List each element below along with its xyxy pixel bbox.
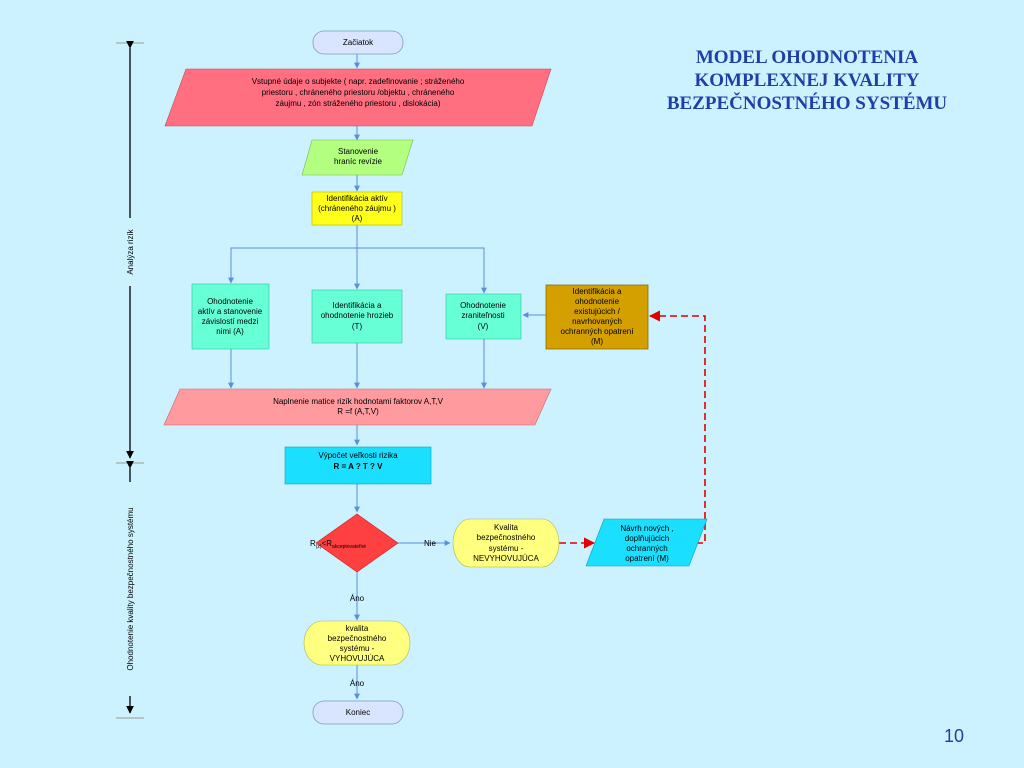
assets-node[interactable]: Identifikácia aktív (chráneného záujmu )… (311, 191, 403, 226)
svg-text:Stanovenie: Stanovenie (338, 147, 379, 156)
threats-node[interactable]: Identifikácia a ohodnotenie hrozieb (T) (311, 289, 403, 344)
svg-text:priestoru , chráneného priesto: priestoru , chráneného priestoru /objekt… (262, 88, 455, 97)
svg-text:Návrh nových ,: Návrh nových , (620, 524, 673, 533)
svg-text:doplňujúcich: doplňujúcich (625, 534, 669, 543)
title-line-3: BEZPEČNOSTNÉHO SYSTÉMU (666, 93, 948, 114)
side-bracket-analysis: Analýza rizík (116, 40, 144, 464)
unsatisfying-node[interactable]: Kvalita bezpečnostného systému - NEVYHOV… (452, 518, 560, 568)
svg-text:systému -: systému - (340, 644, 375, 653)
vulnerability-node[interactable]: Ohodnotenie zraniteľnosti (V) (445, 293, 522, 340)
svg-text:opatrení (M): opatrení (M) (625, 554, 669, 563)
svg-text:systému -: systému - (489, 544, 524, 553)
no-label: Nie (424, 539, 437, 548)
yes-label-2: Áno (350, 679, 365, 688)
input-data-node[interactable]: Vstupné údaje o subjekte ( napr. zadefin… (164, 68, 552, 127)
svg-text:nimi (A): nimi (A) (216, 327, 244, 336)
satisfying-node[interactable]: kvalita bezpečnostného systému - VYHOVUJ… (303, 620, 411, 666)
svg-text:R(z)<Rakceptovateľné: R(z)<Rakceptovateľné (310, 539, 366, 550)
svg-text:Ohodnotenie: Ohodnotenie (460, 301, 506, 310)
svg-text:Začiatok: Začiatok (343, 38, 374, 47)
svg-text:Identifikácia aktív: Identifikácia aktív (326, 194, 387, 203)
svg-text:kvalita: kvalita (346, 624, 369, 633)
svg-text:Kvalita: Kvalita (494, 523, 519, 532)
svg-text:zraniteľnosti: zraniteľnosti (461, 311, 504, 320)
svg-text:(chráneného záujmu ): (chráneného záujmu ) (318, 204, 396, 213)
svg-text:Koniec: Koniec (346, 708, 370, 717)
title-line-2: KOMPLEXNEJ KVALITY (694, 70, 920, 91)
asset-evaluation-node[interactable]: Ohodnotenie aktív a stanovenie závislost… (191, 283, 270, 350)
connectors (228, 54, 546, 700)
matrix-node[interactable]: Naplnenie matice rizík hodnotami faktoro… (163, 388, 552, 426)
svg-text:navrhovaných: navrhovaných (572, 317, 622, 326)
title-line-1: MODEL OHODNOTENIA (695, 47, 919, 68)
page-title: MODEL OHODNOTENIA KOMPLEXNEJ KVALITY BEZ… (612, 46, 1002, 115)
svg-text:Identifikácia a: Identifikácia a (573, 287, 622, 296)
new-measures-node[interactable]: Návrh nových , doplňujúcich ochranných o… (585, 518, 708, 567)
svg-text:závislostí medzi: závislostí medzi (202, 317, 259, 326)
svg-text:R = A ? T ? V: R = A ? T ? V (334, 462, 384, 471)
svg-text:(A): (A) (352, 214, 363, 223)
svg-text:ohodnotenie: ohodnotenie (575, 297, 620, 306)
svg-text:Vstupné údaje o subjekte ( n: Vstupné údaje o subjekte ( napr. zadefin… (252, 77, 465, 86)
dashed-feedback (559, 310, 706, 549)
svg-text:R =f (A,T,V): R =f (A,T,V) (337, 407, 379, 416)
svg-text:existujúcich /: existujúcich / (574, 307, 621, 316)
start-node[interactable]: Začiatok (312, 30, 404, 55)
svg-text:Identifikácia a: Identifikácia a (333, 301, 382, 310)
svg-text:bezpečnostného: bezpečnostného (328, 634, 387, 643)
risk-calculation-node[interactable]: Výpočet veľkosti rizika R = A ? T ? V (284, 446, 432, 485)
svg-text:ochranných opatrení: ochranných opatrení (561, 327, 635, 336)
svg-text:bezpečnostného: bezpečnostného (477, 533, 536, 542)
svg-text:hraníc revízie: hraníc revízie (334, 157, 383, 166)
yes-label-1: Áno (350, 594, 365, 603)
svg-text:ohodnotenie hrozieb: ohodnotenie hrozieb (321, 311, 394, 320)
measures-node[interactable]: Identifikácia a ohodnotenie existujúcich… (545, 284, 649, 350)
decision-node[interactable]: R(z)<Rakceptovateľné (310, 513, 399, 573)
svg-text:Ohodnotenie: Ohodnotenie (207, 297, 253, 306)
svg-text:NEVYHOVUJÚCA: NEVYHOVUJÚCA (473, 554, 539, 563)
svg-text:(T): (T) (352, 322, 363, 331)
page-number: 10 (943, 726, 964, 746)
side-bracket-evaluation: Ohodnotenie kvality bezpečnostného systé… (116, 460, 144, 719)
svg-text:(M): (M) (591, 337, 603, 346)
boundaries-node[interactable]: Stanovenie hraníc revízie (301, 139, 414, 176)
analysis-label: Analýza rizík (126, 228, 135, 274)
svg-text:aktív a stanovenie: aktív a stanovenie (198, 307, 263, 316)
svg-text:Výpočet veľkosti rizika: Výpočet veľkosti rizika (318, 451, 398, 460)
end-node[interactable]: Koniec (312, 700, 404, 725)
evaluation-label: Ohodnotenie kvality bezpečnostného systé… (126, 507, 135, 670)
svg-text:VYHOVUJÚCA: VYHOVUJÚCA (330, 654, 385, 663)
svg-text:Naplnenie matice rizík hodno: Naplnenie matice rizík hodnotami faktoro… (273, 397, 444, 406)
svg-text:záujmu , zón stráženého priest: záujmu , zón stráženého priestoru , disl… (276, 99, 441, 108)
svg-text:(V): (V) (478, 322, 489, 331)
svg-text:ochranných: ochranných (626, 544, 667, 553)
